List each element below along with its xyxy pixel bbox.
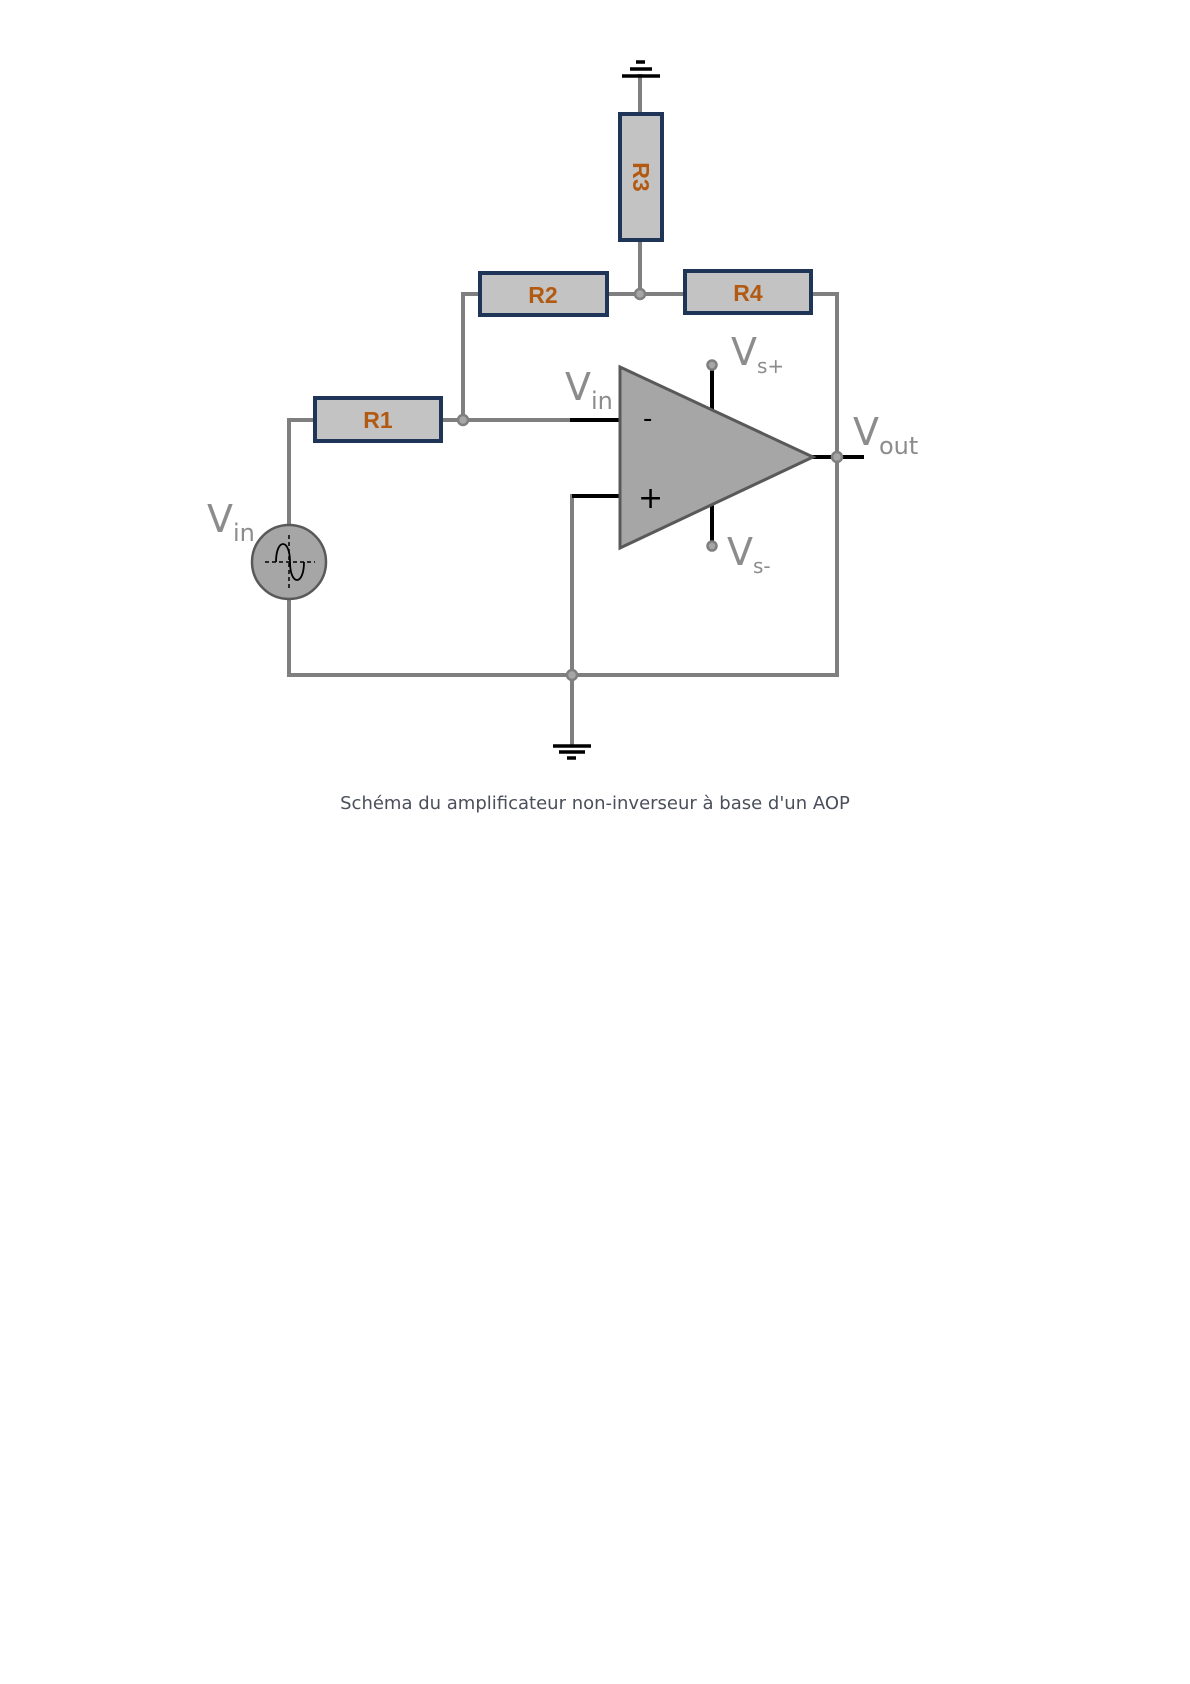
resistor-r2: R2 [478, 271, 609, 317]
wire-r4-right [809, 292, 839, 677]
ground-icon-bottom [553, 744, 591, 760]
ground-icon-top [622, 60, 660, 78]
wire-source-r1 [287, 418, 316, 527]
ac-voltage-source-icon [250, 523, 328, 601]
wire-bottom-rail [287, 597, 839, 677]
label-vs-minus: Vs- [727, 530, 771, 578]
label-vout: Vout [853, 410, 918, 460]
node-bottom [565, 668, 579, 682]
wire-r2-left [461, 292, 480, 422]
opamp [618, 364, 817, 551]
vs-minus-terminal [706, 540, 718, 552]
opamp-noninverting-sign: + [638, 481, 663, 516]
vs-plus-terminal [706, 359, 718, 371]
node-output [830, 450, 844, 464]
resistor-r1: R1 [313, 396, 443, 443]
resistor-r3: R3 [618, 112, 664, 242]
label-vin-source: Vin [207, 497, 255, 547]
opamp-inverting-sign: - [643, 404, 652, 434]
node-inverting [456, 413, 470, 427]
figure-caption: Schéma du amplificateur non-inverseur à … [340, 793, 850, 814]
resistor-r2-label: R2 [528, 282, 557, 308]
resistor-r1-label: R1 [363, 407, 393, 433]
resistor-r4: R4 [683, 269, 813, 315]
resistor-r4-label: R4 [733, 280, 763, 306]
circuit-diagram: - + R1 R2 R3 R4 Vin [207, 60, 918, 760]
label-vin-inverting: Vin [565, 365, 613, 415]
node-r2-r3-r4 [633, 287, 647, 301]
label-vs-plus: Vs+ [731, 330, 784, 378]
resistor-r3-label: R3 [628, 162, 654, 191]
